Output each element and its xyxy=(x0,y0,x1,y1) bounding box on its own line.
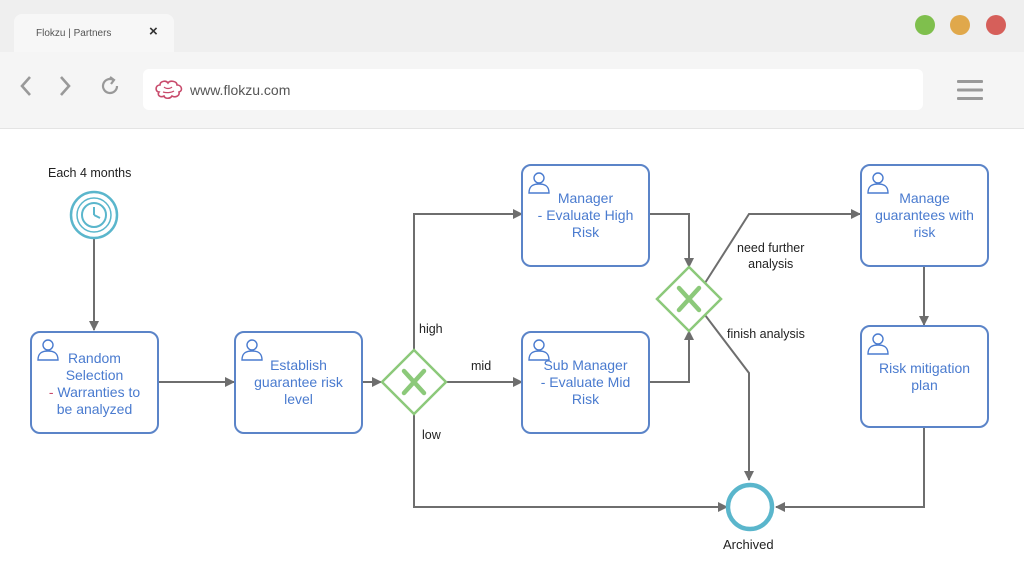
browser-toolbar: www.flokzu.com xyxy=(0,52,1024,129)
task-submanager-mid-risk[interactable]: Sub Manager - Evaluate Mid Risk xyxy=(521,331,650,434)
flow-label-need-further: need further analysis xyxy=(737,241,805,271)
browser-tab-bar: Flokzu | Partners × xyxy=(0,0,1024,52)
exclusive-gateway-2-icon xyxy=(655,265,723,333)
user-task-icon xyxy=(528,339,550,361)
reload-icon[interactable] xyxy=(98,74,122,98)
tab-title: Flokzu | Partners xyxy=(36,28,112,39)
flow-label-finish: finish analysis xyxy=(727,327,805,341)
flow-high xyxy=(413,209,523,350)
user-task-icon xyxy=(241,339,263,361)
task-risk-mitigation[interactable]: Risk mitigation plan xyxy=(860,325,989,428)
window-maximize-button[interactable] xyxy=(950,15,970,35)
brain-logo-icon xyxy=(155,80,183,100)
flow-low xyxy=(413,414,728,512)
task-establish-risk[interactable]: Establish guarantee risk level xyxy=(234,331,363,434)
address-bar[interactable]: www.flokzu.com xyxy=(143,69,923,110)
flow-label-mid: mid xyxy=(471,359,492,373)
task-manage-guarantees[interactable]: Manage guarantees with risk xyxy=(860,164,989,267)
end-event-icon xyxy=(725,482,775,532)
flow-manager-to-gateway xyxy=(649,213,694,268)
task-manager-high-risk[interactable]: Manager - Evaluate High Risk xyxy=(521,164,650,267)
timer-label: Each 4 months xyxy=(48,166,132,180)
timer-start-event-icon xyxy=(69,190,119,240)
back-arrow-icon[interactable] xyxy=(18,74,34,98)
end-event-label: Archived xyxy=(723,537,774,552)
flow-connectors xyxy=(69,190,929,532)
process-diagram: Each 4 months high mid low need further … xyxy=(0,128,1024,583)
browser-tab[interactable]: Flokzu | Partners × xyxy=(14,14,174,52)
hamburger-menu-icon[interactable] xyxy=(957,79,983,101)
flow-finish xyxy=(704,314,754,481)
forward-arrow-icon[interactable] xyxy=(57,74,73,98)
flow-need-further xyxy=(704,209,861,284)
user-task-icon xyxy=(867,172,889,194)
user-task-icon xyxy=(37,339,59,361)
flow-mitigation-to-archived xyxy=(775,427,925,512)
user-task-icon xyxy=(867,333,889,355)
tab-close-icon[interactable]: × xyxy=(149,23,158,40)
flow-label-low: low xyxy=(422,428,441,442)
user-task-icon xyxy=(528,172,550,194)
exclusive-gateway-1-icon xyxy=(380,348,448,416)
task-random-selection[interactable]: Random Selection - Warranties to be anal… xyxy=(30,331,159,434)
url-text: www.flokzu.com xyxy=(190,82,291,98)
window-minimize-button[interactable] xyxy=(915,15,935,35)
flow-submanager-to-gateway xyxy=(649,330,694,383)
window-close-button[interactable] xyxy=(986,15,1006,35)
flow-label-high: high xyxy=(419,322,443,336)
